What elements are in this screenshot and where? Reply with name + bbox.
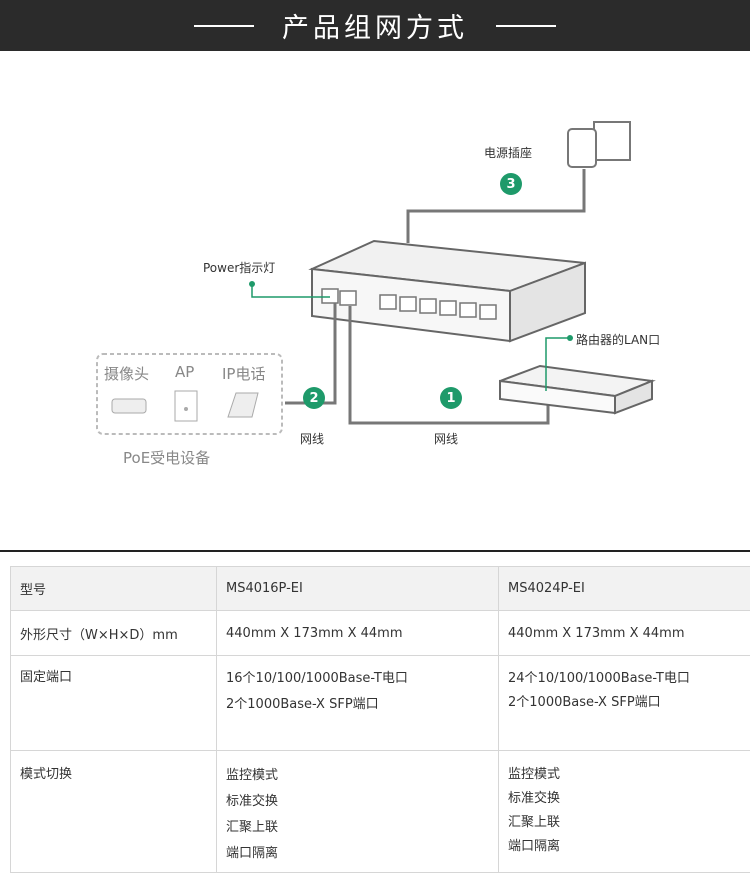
cell: 监控模式标准交换汇聚上联端口隔离 — [499, 751, 750, 873]
divider — [0, 550, 750, 552]
cell-line: 标准交换 — [508, 787, 750, 811]
header-cell: MS4016P-EI — [217, 567, 499, 611]
step-2-badge: 2 — [303, 387, 325, 409]
spec-table: 型号 MS4016P-EI MS4024P-EI 外形尺寸（W×H×D）mm 4… — [10, 566, 750, 873]
step-1-badge: 1 — [440, 387, 462, 409]
diagram-illustration — [0, 51, 750, 551]
cell-line: 16个10/100/1000Base-T电口 — [226, 666, 498, 692]
row-label: 模式切换 — [11, 751, 217, 873]
power-outlet-label: 电源插座 — [484, 144, 532, 161]
network-diagram: 电源插座 3 Power指示灯 路由器的LAN口 摄像头 AP IP电话 PoE… — [0, 51, 750, 551]
cell-line: 端口隔离 — [226, 841, 498, 867]
header-cell: MS4024P-EI — [499, 567, 750, 611]
cell-line: 端口隔离 — [508, 835, 750, 859]
divider — [496, 25, 556, 27]
section-banner: 产品组网方式 — [0, 0, 750, 51]
table-row: 模式切换 监控模式标准交换汇聚上联端口隔离 监控模式标准交换汇聚上联端口隔离 — [11, 751, 750, 873]
power-cable — [408, 169, 584, 243]
router-icon — [500, 366, 652, 413]
cell: 监控模式标准交换汇聚上联端口隔离 — [217, 751, 499, 873]
cell-line: 2个1000Base-X SFP端口 — [226, 692, 498, 718]
section-title: 产品组网方式 — [282, 6, 468, 45]
row-label: 固定端口 — [11, 656, 217, 751]
cell-line: 汇聚上联 — [226, 815, 498, 841]
router-lan-label: 路由器的LAN口 — [576, 331, 660, 348]
cell-line: 2个1000Base-X SFP端口 — [508, 692, 750, 714]
power-adapter-icon — [568, 122, 630, 167]
cell-line: 监控模式 — [226, 763, 498, 789]
poe-devices-label: PoE受电设备 — [123, 447, 210, 468]
cell-line: 标准交换 — [226, 789, 498, 815]
divider — [194, 25, 254, 27]
switch-icon — [312, 241, 585, 341]
cell-line: 监控模式 — [508, 763, 750, 787]
table-header-row: 型号 MS4016P-EI MS4024P-EI — [11, 567, 750, 611]
cell: 440mm X 173mm X 44mm — [217, 611, 499, 656]
cell-line: 汇聚上联 — [508, 811, 750, 835]
power-led-label: Power指示灯 — [203, 259, 275, 276]
camera-label: 摄像头 — [104, 363, 149, 384]
ip-phone-label: IP电话 — [222, 363, 265, 384]
cable-2-label: 网线 — [300, 430, 324, 447]
ap-label: AP — [175, 363, 194, 381]
cable-1-label: 网线 — [434, 430, 458, 447]
ap-icon — [175, 391, 197, 421]
cell-line: 24个10/100/1000Base-T电口 — [508, 666, 750, 692]
row-label: 外形尺寸（W×H×D）mm — [11, 611, 217, 656]
step-3-badge: 3 — [500, 173, 522, 195]
cell: 440mm X 173mm X 44mm — [499, 611, 750, 656]
table-row: 外形尺寸（W×H×D）mm 440mm X 173mm X 44mm 440mm… — [11, 611, 750, 656]
header-cell: 型号 — [11, 567, 217, 611]
camera-icon — [112, 399, 146, 413]
phone-icon — [228, 393, 258, 417]
